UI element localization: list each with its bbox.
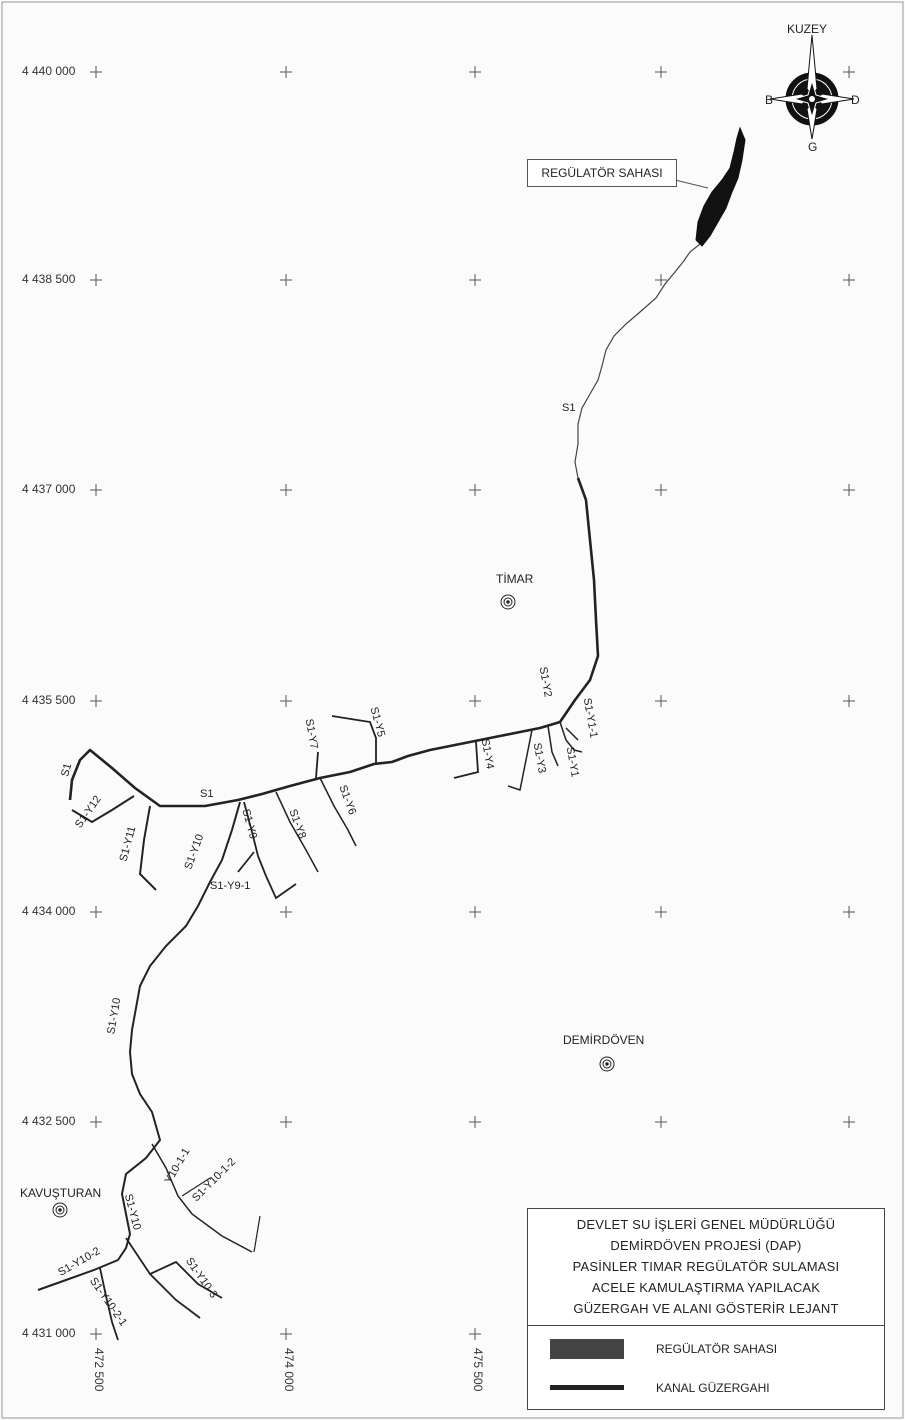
compass-west: B (765, 93, 774, 107)
canal-label: S1 (200, 788, 214, 800)
regulator-callout: REGÜLATÖR SAHASI (527, 159, 677, 187)
grid-x-label: 475 500 (471, 1348, 485, 1392)
compass-icon (769, 34, 855, 140)
canal-label: S1-Y9-1 (210, 880, 251, 892)
grid-y-label: 4 440 000 (22, 64, 76, 78)
legend-canal-swatch (550, 1385, 624, 1390)
grid-y-label: 4 431 000 (22, 1326, 76, 1340)
legend-title-line: PASİNLER TIMAR REGÜLATÖR SULAMASI (572, 1259, 840, 1274)
compass-south: G (808, 140, 818, 154)
canal-s1-y11 (138, 805, 157, 891)
grid-x-label: 474 000 (282, 1348, 296, 1392)
legend-title-line: ACELE KAMULAŞTIRMA YAPILACAK (591, 1280, 821, 1295)
grid-x-label: 472 500 (92, 1348, 106, 1392)
legend-title-line: DEVLET SU İŞLERİ GENEL MÜDÜRLÜĞÜ (576, 1217, 836, 1232)
canal-s1-y1-1 (565, 727, 579, 741)
canal-s1-y6 (319, 777, 357, 847)
compass-east: D (851, 93, 860, 107)
legend-area-swatch (550, 1339, 624, 1359)
canal-s1-y10-1-2 (181, 1177, 261, 1253)
canal-label: S1 (562, 402, 576, 414)
canal-s1-y8 (275, 791, 319, 873)
canal-s1-upper (574, 243, 701, 479)
canal-s1-y7 (315, 751, 319, 779)
canal-s1-y9-1 (237, 851, 255, 873)
canal-s1-main (68, 477, 600, 808)
legend-canal-label: KANAL GÜZERGAHI (656, 1381, 770, 1395)
village-timar: TİMAR (496, 572, 534, 586)
legend-box: DEVLET SU İŞLERİ GENEL MÜDÜRLÜĞÜ DEMİRDÖ… (527, 1208, 885, 1410)
canal-s1-y10-3 (125, 1237, 223, 1319)
village-kavusturan-symbol (52, 1202, 68, 1218)
canal-s1-y2 (547, 725, 559, 767)
village-timar-symbol (500, 594, 516, 610)
grid-y-label: 4 434 000 (22, 904, 76, 918)
compass-north: KUZEY (787, 22, 828, 36)
regulator-area (695, 126, 746, 247)
canal-s1-y4 (453, 741, 479, 779)
legend-title-line: DEMİRDÖVEN PROJESİ (DAP) (610, 1238, 802, 1253)
canal-s1-y9 (243, 801, 297, 900)
canal-s1-y1 (559, 721, 583, 753)
legend-title-line: GÜZERGAH VE ALANI GÖSTERİR LEJANT (573, 1301, 839, 1316)
grid-y-label: 4 435 500 (22, 693, 76, 707)
canal-s1-y10 (37, 801, 241, 1291)
legend-divider (528, 1325, 884, 1326)
grid-y-label: 4 432 500 (22, 1114, 76, 1128)
legend-area-label: REGÜLATÖR SAHASI (656, 1342, 778, 1356)
grid-crosses (90, 66, 855, 1340)
canal-y10-1-1 (151, 1143, 253, 1253)
canal-s1-y10-2-1 (99, 1267, 119, 1341)
canal-s1-y3 (507, 729, 533, 791)
village-demirdoven: DEMİRDÖVEN (563, 1033, 645, 1047)
canal-s1-y12 (71, 795, 135, 824)
canal-s1-y5 (331, 715, 377, 764)
grid-y-label: 4 438 500 (22, 272, 76, 286)
grid-y-label: 4 437 000 (22, 482, 76, 496)
village-demirdoven-symbol (599, 1056, 615, 1072)
village-kavusturan: KAVUŞTURAN (20, 1186, 102, 1200)
